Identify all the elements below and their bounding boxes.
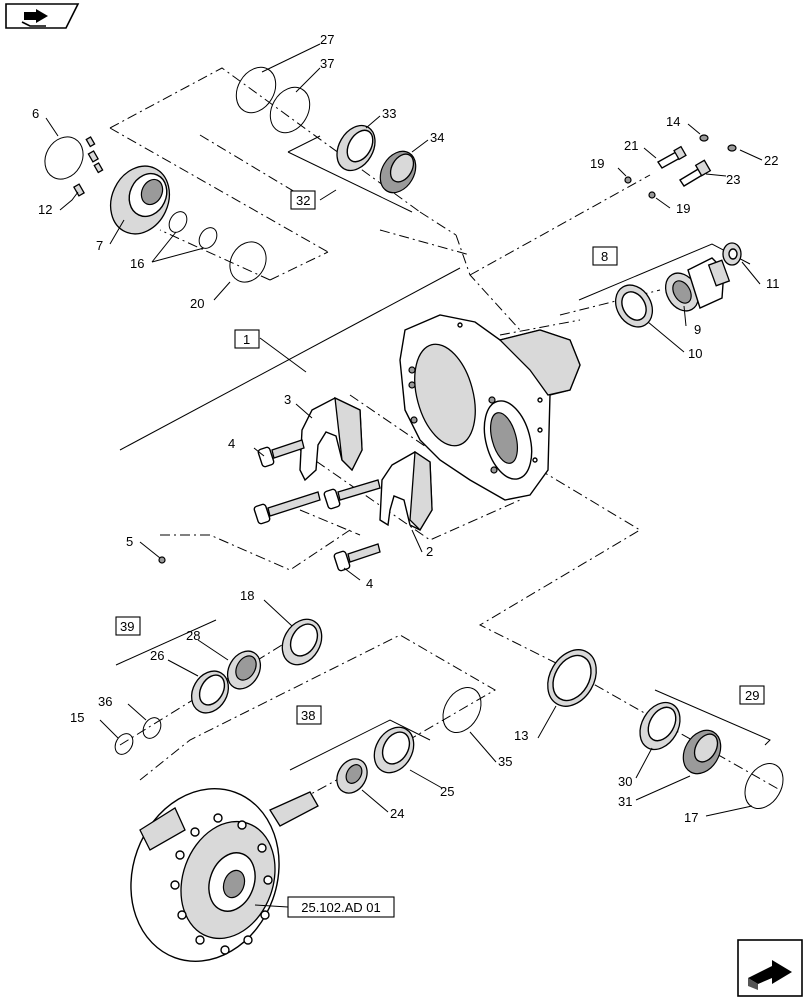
label-4b: 4 — [366, 576, 373, 591]
label-14: 14 — [666, 114, 680, 129]
bearing-cap-part-3 — [299, 396, 363, 482]
label-27: 27 — [320, 32, 334, 47]
label-18: 18 — [240, 588, 254, 603]
label-25: 25 — [440, 784, 454, 799]
bearing-cup-part-25 — [373, 726, 415, 774]
reference-label: 25.102.AD 01 — [301, 900, 381, 915]
bolt-part-4a — [257, 439, 305, 468]
leader-lines — [45, 43, 763, 817]
label-36: 36 — [98, 694, 112, 709]
label-23: 23 — [726, 172, 740, 187]
bolt-part-4b — [253, 491, 321, 525]
label-26: 26 — [150, 648, 164, 663]
box-32 — [290, 190, 316, 210]
bearing-cone-part-28 — [226, 650, 262, 690]
label-7: 7 — [96, 238, 103, 253]
label-15: 15 — [70, 710, 84, 725]
plug-part-14 — [699, 134, 709, 142]
label-32: 32 — [296, 193, 310, 208]
ring-part-20 — [229, 241, 267, 283]
snap-ring-part-15 — [114, 733, 134, 755]
label-10: 10 — [688, 346, 702, 361]
part-labels: 27 37 33 34 32 6 12 7 16 20 14 21 22 19 … — [32, 32, 780, 825]
shim-part-13 — [547, 649, 597, 707]
washer-part-19a — [624, 176, 632, 184]
screw-part-12 — [73, 136, 104, 197]
snap-ring-part-36 — [142, 717, 162, 739]
next-page-arrow-icon[interactable] — [737, 939, 803, 997]
seal-carrier-part-7 — [109, 165, 171, 235]
label-34: 34 — [430, 130, 444, 145]
fitting-part-23 — [679, 159, 712, 187]
bolt-part-4c — [323, 479, 381, 510]
reference-leader — [254, 904, 289, 908]
o-ring-part-6 — [44, 136, 84, 180]
box-8 — [592, 246, 618, 266]
seal-part-24 — [336, 758, 368, 794]
box-29 — [739, 685, 765, 705]
label-1: 1 — [243, 332, 250, 347]
label-13: 13 — [514, 728, 528, 743]
label-33: 33 — [382, 106, 396, 121]
bolt-part-4d — [333, 543, 381, 572]
label-31: 31 — [618, 794, 632, 809]
label-11: 11 — [766, 276, 780, 291]
nut-part-11 — [722, 242, 742, 266]
label-22: 22 — [764, 153, 778, 168]
label-3: 3 — [284, 392, 291, 407]
seal-part-10 — [614, 284, 654, 328]
bleeder-part-21 — [656, 145, 687, 169]
bearing-cap-part-2 — [379, 450, 433, 532]
box-1 — [234, 329, 260, 349]
label-21: 21 — [624, 138, 638, 153]
label-28: 28 — [186, 628, 200, 643]
plug-part-5 — [158, 556, 166, 564]
bearing-cup-part-33 — [336, 124, 376, 172]
label-17: 17 — [684, 810, 698, 825]
label-12: 12 — [38, 202, 52, 217]
label-2: 2 — [426, 544, 433, 559]
label-24: 24 — [390, 806, 404, 821]
differential-assembly — [130, 788, 319, 962]
label-5: 5 — [126, 534, 133, 549]
book-arrow-icon[interactable] — [5, 3, 80, 29]
label-16: 16 — [130, 256, 144, 271]
ring-part-35 — [442, 687, 482, 733]
label-19b: 19 — [676, 201, 690, 216]
label-6: 6 — [32, 106, 39, 121]
label-39: 39 — [120, 619, 134, 634]
snap-ring-part-16a — [168, 211, 188, 233]
bearing-cup-part-26 — [190, 670, 230, 714]
label-19a: 19 — [590, 156, 604, 171]
bearing-cup-part-30 — [639, 701, 681, 751]
seal-part-18 — [281, 618, 323, 666]
label-8: 8 — [601, 249, 608, 264]
label-9: 9 — [694, 322, 701, 337]
label-35: 35 — [498, 754, 512, 769]
bearing-cone-part-31 — [682, 729, 722, 775]
label-4a: 4 — [228, 436, 235, 451]
label-29: 29 — [745, 688, 759, 703]
box-38 — [296, 705, 322, 725]
label-38: 38 — [301, 708, 315, 723]
bearing-cone-part-34 — [379, 150, 417, 194]
ring-part-27 — [235, 66, 277, 114]
reference-link[interactable]: 25.102.AD 01 — [287, 896, 395, 918]
plug-part-22 — [727, 144, 737, 152]
label-30: 30 — [618, 774, 632, 789]
flange-yoke-part-9 — [664, 257, 731, 312]
washer-part-19b — [648, 191, 656, 199]
label-37: 37 — [320, 56, 334, 71]
snap-ring-part-16b — [198, 227, 218, 249]
ring-part-37 — [269, 86, 311, 134]
axle-housing-part-1 — [399, 314, 581, 501]
label-20: 20 — [190, 296, 204, 311]
box-39 — [115, 616, 141, 636]
ring-part-17 — [744, 763, 784, 809]
